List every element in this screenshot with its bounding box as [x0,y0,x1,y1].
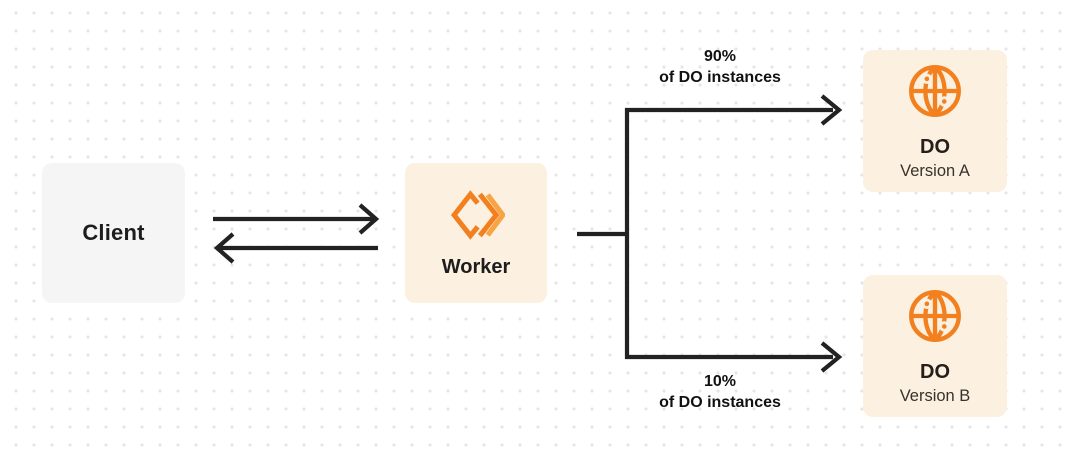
do-version-a-node: DO Version A [863,50,1007,192]
top-branch-arrowhead [820,94,843,126]
response-arrowhead [213,232,235,264]
request-arrowhead [358,203,380,235]
worker-node: Worker [405,163,547,303]
top-branch-caption: of DO instances [659,68,781,86]
globe-icon [906,62,964,120]
top-branch-label: 90% of DO instances [618,47,822,88]
globe-icon [906,287,964,345]
branch-lines [624,107,833,360]
do-b-title: DO [920,361,950,383]
client-node: Client [42,163,185,303]
worker-label: Worker [441,256,511,278]
bottom-branch-caption: of DO instances [659,393,781,411]
do-a-title: DO [920,136,950,158]
do-version-b-node: DO Version B [863,275,1007,417]
do-a-subtitle: Version A [900,162,970,180]
bottom-branch-percent: 10% [703,373,737,390]
top-branch-percent: 90% [703,48,737,65]
do-b-subtitle: Version B [899,387,971,405]
cloudflare-workers-icon [447,187,505,243]
client-label: Client [82,220,145,245]
bottom-branch-arrowhead [820,341,843,373]
bottom-branch-label: 10% of DO instances [618,372,822,413]
